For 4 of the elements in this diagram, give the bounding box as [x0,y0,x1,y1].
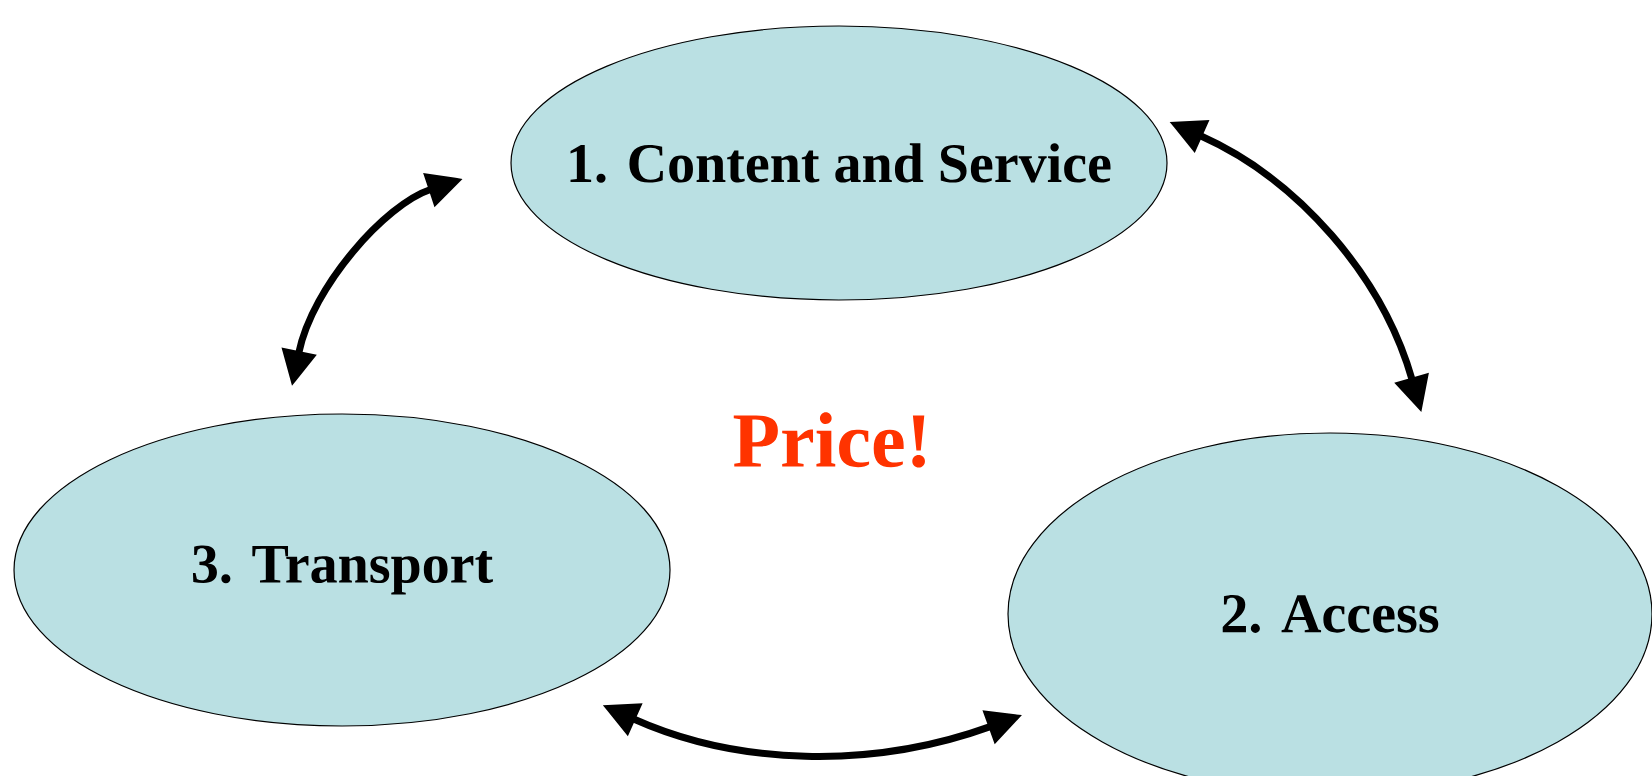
ellipse-node: 1. Content and Service [510,25,1168,301]
price-label: Price! [733,412,925,468]
ellipse-node: 3. Transport [13,413,671,727]
ellipse-node: 2. Access [1007,432,1652,776]
